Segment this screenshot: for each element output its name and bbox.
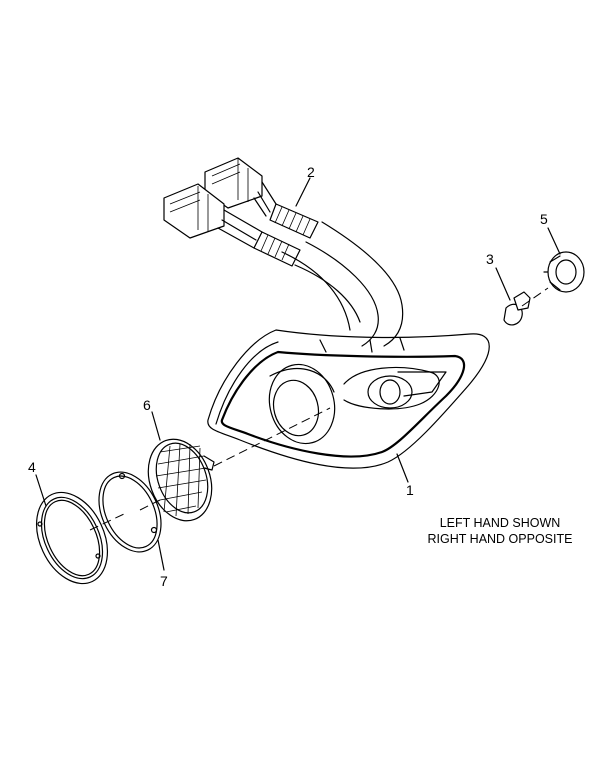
bulb (503, 291, 531, 326)
hand-note-line-2: RIGHT HAND OPPOSITE (427, 532, 573, 546)
leader-lines (35, 177, 561, 571)
callout-7: 7 (160, 573, 168, 589)
hand-note: LEFT HAND SHOWN RIGHT HAND OPPOSITE (400, 515, 600, 547)
socket-cap (543, 251, 585, 293)
bezel (36, 491, 108, 585)
assembly-lines (89, 287, 549, 531)
callout-4: 4 (28, 459, 36, 475)
callout-6: 6 (143, 397, 151, 413)
retaining-ring (98, 471, 162, 553)
headlamp-housing (207, 329, 490, 469)
callout-1: 1 (406, 482, 414, 498)
callout-5: 5 (540, 211, 548, 227)
sealed-beam-lamp (147, 438, 215, 522)
callout-3: 3 (486, 251, 494, 267)
hand-note-line-1: LEFT HAND SHOWN (439, 516, 561, 530)
callout-2: 2 (307, 164, 315, 180)
wiring-harness (163, 157, 404, 347)
